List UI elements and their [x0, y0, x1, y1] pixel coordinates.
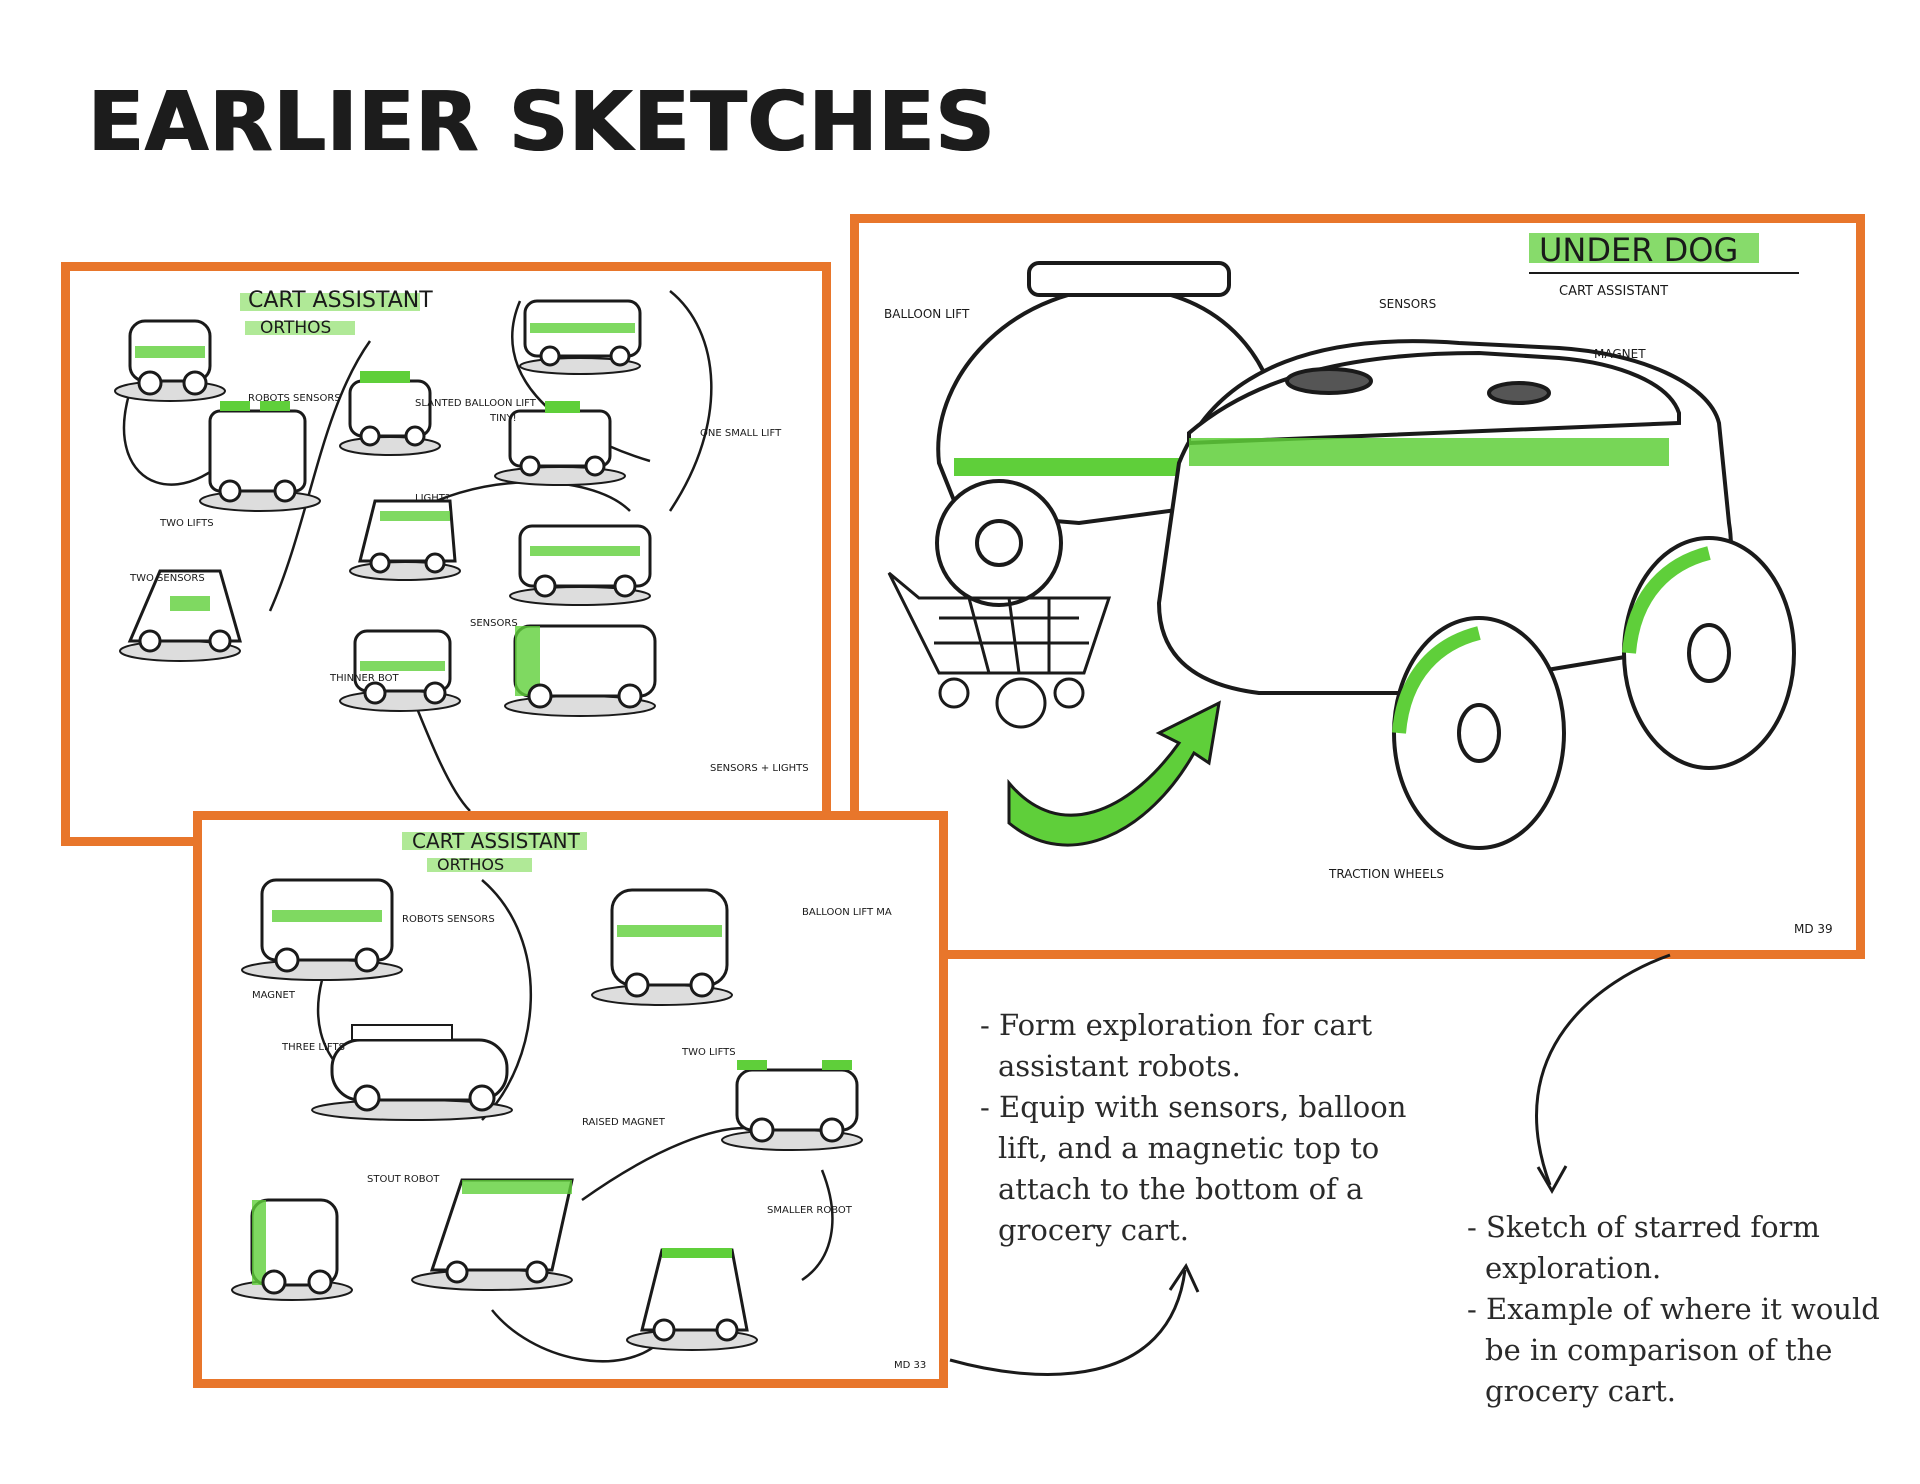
underdog-sketch: UNDER DOG CART ASSISTANT: [884, 231, 1833, 936]
note-left-item: Equip with sensors, balloon lift, and a …: [980, 1087, 1450, 1251]
sketch-panel-orthos-2: CART ASSISTANT ORTHOS: [193, 811, 948, 1388]
orthos-1-label: LIGHT?: [415, 493, 450, 504]
orthos-2-label: BALLOON LIFT MA: [802, 907, 892, 918]
orthos-1-label: SENSORS + LIGHTS: [710, 763, 809, 774]
orthos-1-subtitle: ORTHOS: [260, 318, 331, 338]
orthos-2-title: CART ASSISTANT: [412, 829, 581, 853]
orthos-1-label: ROBOTS SENSORS: [248, 393, 341, 404]
orthos-2-subtitle: ORTHOS: [437, 855, 504, 874]
orthos-2-sketch: CART ASSISTANT ORTHOS: [231, 829, 926, 1371]
note-left-item: Form exploration for cart assistant robo…: [980, 1005, 1450, 1087]
orthos-1-sketch: CART ASSISTANT ORTHOS: [114, 288, 809, 812]
robot-sketch-group: [114, 299, 657, 717]
orthos-1-label: THINNER BOT: [329, 673, 400, 684]
grocery-cart-sketch: [887, 571, 1112, 729]
underdog-title: UNDER DOG: [1539, 231, 1738, 269]
note-right-item: Example of where it would be in comparis…: [1467, 1289, 1887, 1412]
notes-left: Form exploration for cart assistant robo…: [980, 1005, 1450, 1251]
orthos-2-label: MAGNET: [252, 990, 296, 1001]
arrow-head-left: [1168, 1262, 1200, 1293]
orthos-2-page-mark: MD 33: [894, 1360, 926, 1371]
orthos-1-title: CART ASSISTANT: [248, 288, 433, 313]
orthos-2-label: THREE LIFTS: [281, 1042, 345, 1053]
underdog-label-sensors: SENSORS: [1379, 297, 1436, 311]
orthos-1-label: TWO LIFTS: [159, 518, 214, 529]
arrow-to-notes-left: [949, 1269, 1187, 1376]
orthos-1-label: ONE SMALL LIFT: [700, 428, 782, 439]
orthos-2-label: ROBOTS SENSORS: [402, 914, 495, 925]
page-title: EARLIER SKETCHES: [88, 75, 996, 170]
orthos-1-label: SLANTED BALLOON LIFT: [415, 398, 537, 409]
orthos-1-label: SENSORS: [470, 618, 518, 629]
arrow-to-notes-right: [1535, 953, 1671, 1186]
arrow-head-right: [1536, 1165, 1568, 1195]
sketch-panel-underdog: UNDER DOG CART ASSISTANT: [850, 214, 1865, 959]
orthos-2-label: SMALLER ROBOT: [767, 1205, 853, 1216]
note-right-item: Sketch of starred form exploration.: [1467, 1207, 1887, 1289]
underdog-label-traction-wheels: TRACTION WHEELS: [1328, 867, 1444, 881]
orthos-1-label: TINY!: [489, 413, 517, 424]
orthos-2-label: STOUT ROBOT: [367, 1174, 440, 1185]
notes-right: Sketch of starred form exploration. Exam…: [1467, 1207, 1887, 1412]
orthos-1-label: TWO SENSORS: [129, 573, 205, 584]
underdog-page-mark: MD 39: [1794, 922, 1833, 936]
underdog-label-balloon-lift: BALLOON LIFT: [884, 307, 970, 321]
underdog-subtitle: CART ASSISTANT: [1559, 284, 1668, 299]
orthos-2-label: RAISED MAGNET: [582, 1117, 666, 1128]
underdog-label-magnet: MAGNET: [1594, 347, 1646, 361]
sketch-panel-orthos-1: CART ASSISTANT ORTHOS: [61, 262, 831, 846]
orthos-2-label: TWO LIFTS: [681, 1047, 736, 1058]
